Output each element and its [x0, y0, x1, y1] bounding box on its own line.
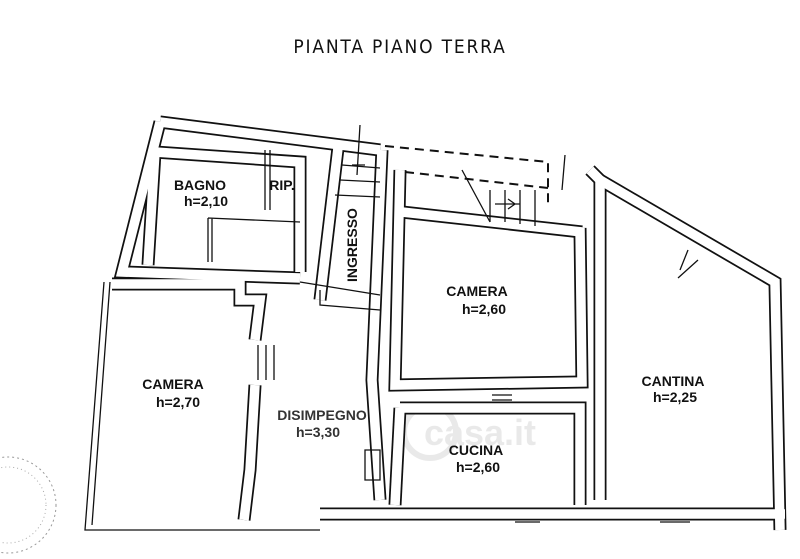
wall-segment	[143, 151, 160, 266]
wall-segment	[112, 279, 266, 341]
wall-segment	[115, 120, 301, 283]
room-height-disimpegno: h=3,30	[296, 424, 340, 440]
bagno-partition	[207, 150, 301, 262]
room-label-camera-2: CAMERA	[142, 376, 203, 392]
window-openings	[257, 345, 690, 523]
svg-text:casa.it: casa.it	[424, 412, 536, 453]
room-label-camera-1: CAMERA	[446, 283, 507, 299]
camera-left-outline	[84, 281, 320, 531]
ingresso-threshold	[299, 281, 381, 311]
watermark-logo: casa.it	[401, 403, 536, 461]
room-height-cucina: h=2,60	[456, 459, 500, 475]
room-label-cantina: CANTINA	[642, 373, 705, 389]
wall-segment	[401, 207, 583, 237]
entrance-arrow-icon	[495, 198, 520, 210]
room-height-bagno: h=2,10	[184, 193, 228, 209]
ingresso-steps	[334, 164, 381, 198]
wall-segment	[597, 175, 785, 531]
wall-segment	[154, 147, 305, 272]
room-height-cantina: h=2,25	[653, 389, 697, 405]
wall-segment	[388, 169, 589, 392]
stair-treads	[461, 169, 536, 226]
wall-segment	[159, 117, 381, 155]
room-label-bagno: BAGNO	[174, 177, 226, 193]
room-height-camera-2: h=2,70	[156, 394, 200, 410]
wall-segment	[390, 407, 405, 506]
room-label-disimpegno: DISIMPEGNO	[277, 407, 367, 423]
wall-segment	[154, 145, 307, 272]
room-height-camera-1: h=2,60	[462, 301, 506, 317]
wall-segment	[367, 149, 387, 501]
room-label-cucina: CUCINA	[449, 442, 503, 458]
wall-segment	[390, 169, 587, 390]
wall-segment	[315, 147, 343, 301]
room-label-rip: RIP.	[269, 177, 294, 193]
walls	[112, 115, 787, 531]
stair-outline	[384, 145, 549, 208]
wall-segment	[400, 403, 585, 505]
stamp-icon	[0, 456, 57, 554]
plan-title: PIANTA PIANO TERRA	[293, 36, 507, 58]
section-mark-icon	[352, 124, 699, 279]
room-label-ingresso: INGRESSO	[344, 208, 360, 282]
wall-segment	[239, 384, 260, 521]
